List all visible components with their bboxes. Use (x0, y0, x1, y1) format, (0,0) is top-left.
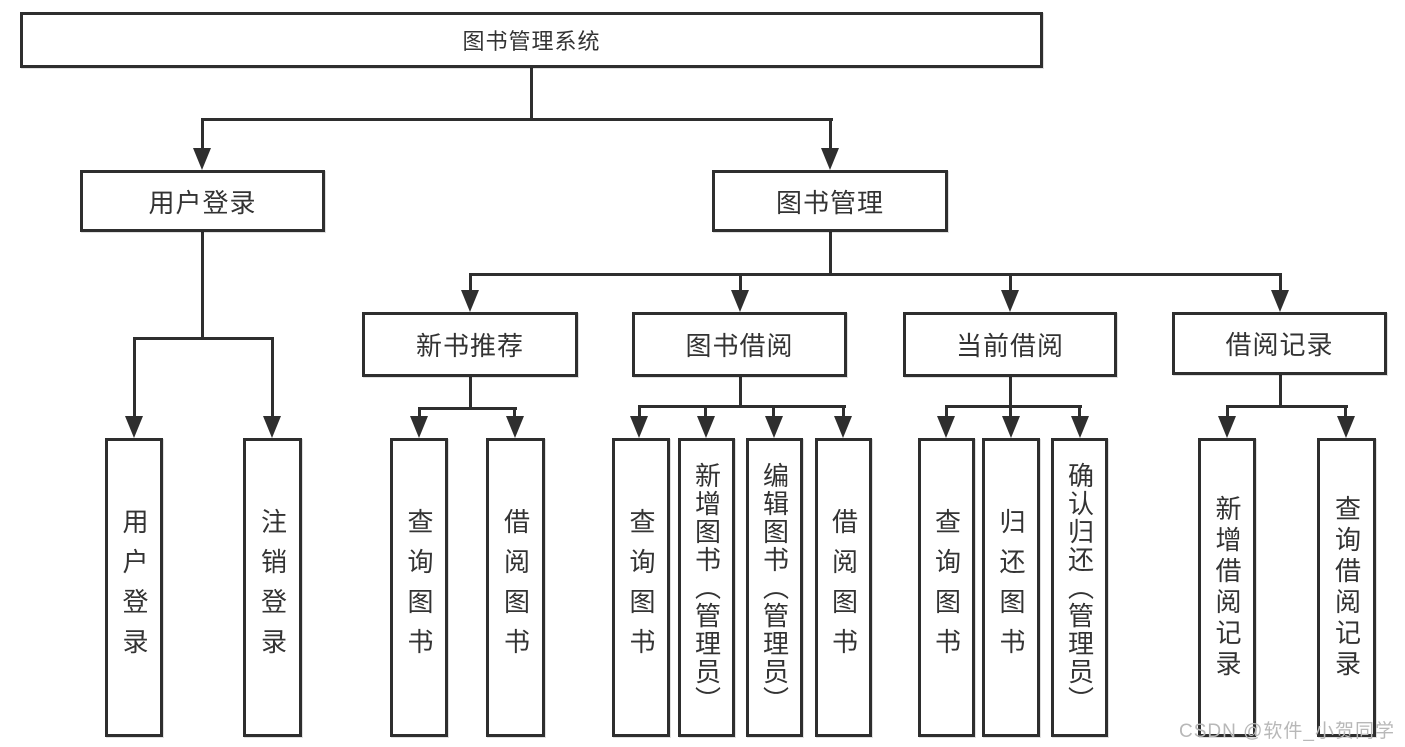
connector-line (418, 407, 421, 420)
node-leaf-logout: 注销登录 (243, 438, 302, 737)
node-new-book-recommend: 新书推荐 (362, 312, 578, 377)
connector-line (1009, 273, 1012, 294)
arrow-down-icon (765, 416, 783, 438)
node-leaf-return-books: 归还图书 (982, 438, 1040, 737)
node-leaf-query-books-3: 查询图书 (918, 438, 975, 737)
connector-line (1279, 375, 1282, 405)
node-leaf-query-books-1: 查询图书 (390, 438, 448, 737)
connector-line (530, 68, 533, 118)
connector-line (739, 377, 742, 405)
connector-line (1344, 405, 1347, 420)
arrow-down-icon (630, 416, 648, 438)
node-user-login: 用户登录 (80, 170, 325, 232)
connector-line (201, 118, 204, 152)
arrow-down-icon (937, 416, 955, 438)
connector-line (638, 405, 846, 408)
connector-line (133, 337, 136, 420)
node-label: 查询借阅记录 (1331, 494, 1362, 681)
node-label: 注销登录 (257, 507, 288, 668)
connector-line (1279, 273, 1282, 294)
connector-line (418, 407, 517, 410)
node-label: 编辑图书（管理员） (759, 461, 790, 714)
node-leaf-add-borrow-record: 新增借阅记录 (1198, 438, 1256, 737)
connector-line (638, 405, 641, 420)
node-book-management: 图书管理 (712, 170, 948, 232)
node-root: 图书管理系统 (20, 12, 1043, 68)
connector-line (704, 405, 707, 420)
connector-line (1078, 405, 1081, 420)
arrow-down-icon (1002, 416, 1020, 438)
connector-line (133, 337, 274, 340)
node-book-borrowing: 图书借阅 (632, 312, 847, 377)
node-leaf-borrow-books-1: 借阅图书 (486, 438, 545, 737)
connector-line (945, 405, 948, 420)
connector-line (469, 377, 472, 407)
arrow-down-icon (263, 416, 281, 438)
connector-line (772, 405, 775, 420)
node-label: 用户登录 (119, 507, 149, 668)
arrow-down-icon (461, 290, 479, 312)
connector-line (201, 118, 833, 121)
connector-line (739, 273, 742, 294)
node-leaf-query-books-2: 查询图书 (612, 438, 670, 737)
connector-line (945, 405, 1082, 408)
connector-line (1226, 405, 1348, 408)
arrow-down-icon (821, 148, 839, 170)
connector-line (201, 232, 204, 337)
arrow-down-icon (731, 290, 749, 312)
connector-line (469, 273, 1282, 276)
arrow-down-icon (410, 416, 428, 438)
node-leaf-borrow-books-2: 借阅图书 (815, 438, 872, 737)
connector-line (1009, 405, 1012, 420)
connector-line (829, 232, 832, 273)
watermark: CSDN @软件_小贺同学 (1179, 721, 1395, 742)
node-leaf-user-login: 用户登录 (105, 438, 163, 737)
connector-line (469, 273, 472, 294)
node-leaf-add-books: 新增图书（管理员） (678, 438, 735, 737)
arrow-down-icon (125, 416, 143, 438)
node-label: 借阅图书 (500, 507, 531, 668)
node-leaf-edit-books: 编辑图书（管理员） (746, 438, 803, 737)
node-label: 新增借阅记录 (1212, 494, 1242, 681)
connector-line (1226, 405, 1229, 420)
arrow-down-icon (193, 148, 211, 170)
connector-line (513, 407, 516, 420)
arrow-down-icon (1271, 290, 1289, 312)
node-leaf-confirm-return: 确认归还（管理员） (1051, 438, 1108, 737)
arrow-down-icon (834, 416, 852, 438)
arrow-down-icon (506, 416, 524, 438)
connector-line (1009, 377, 1012, 405)
connector-line (842, 405, 845, 420)
node-leaf-query-borrow-record: 查询借阅记录 (1317, 438, 1376, 737)
node-label: 借阅图书 (828, 507, 859, 668)
arrow-down-icon (1001, 290, 1019, 312)
node-label: 新增图书（管理员） (691, 461, 722, 714)
arrow-down-icon (1337, 416, 1355, 438)
node-label: 查询图书 (626, 507, 656, 668)
node-current-borrowing: 当前借阅 (903, 312, 1117, 377)
node-label: 查询图书 (931, 507, 962, 668)
arrow-down-icon (697, 416, 715, 438)
node-label: 查询图书 (404, 507, 434, 668)
arrow-down-icon (1218, 416, 1236, 438)
connector-line (829, 118, 832, 152)
arrow-down-icon (1071, 416, 1089, 438)
node-label: 归还图书 (996, 507, 1026, 668)
connector-line (271, 337, 274, 420)
node-borrowing-records: 借阅记录 (1172, 312, 1387, 375)
node-label: 确认归还（管理员） (1064, 461, 1095, 714)
